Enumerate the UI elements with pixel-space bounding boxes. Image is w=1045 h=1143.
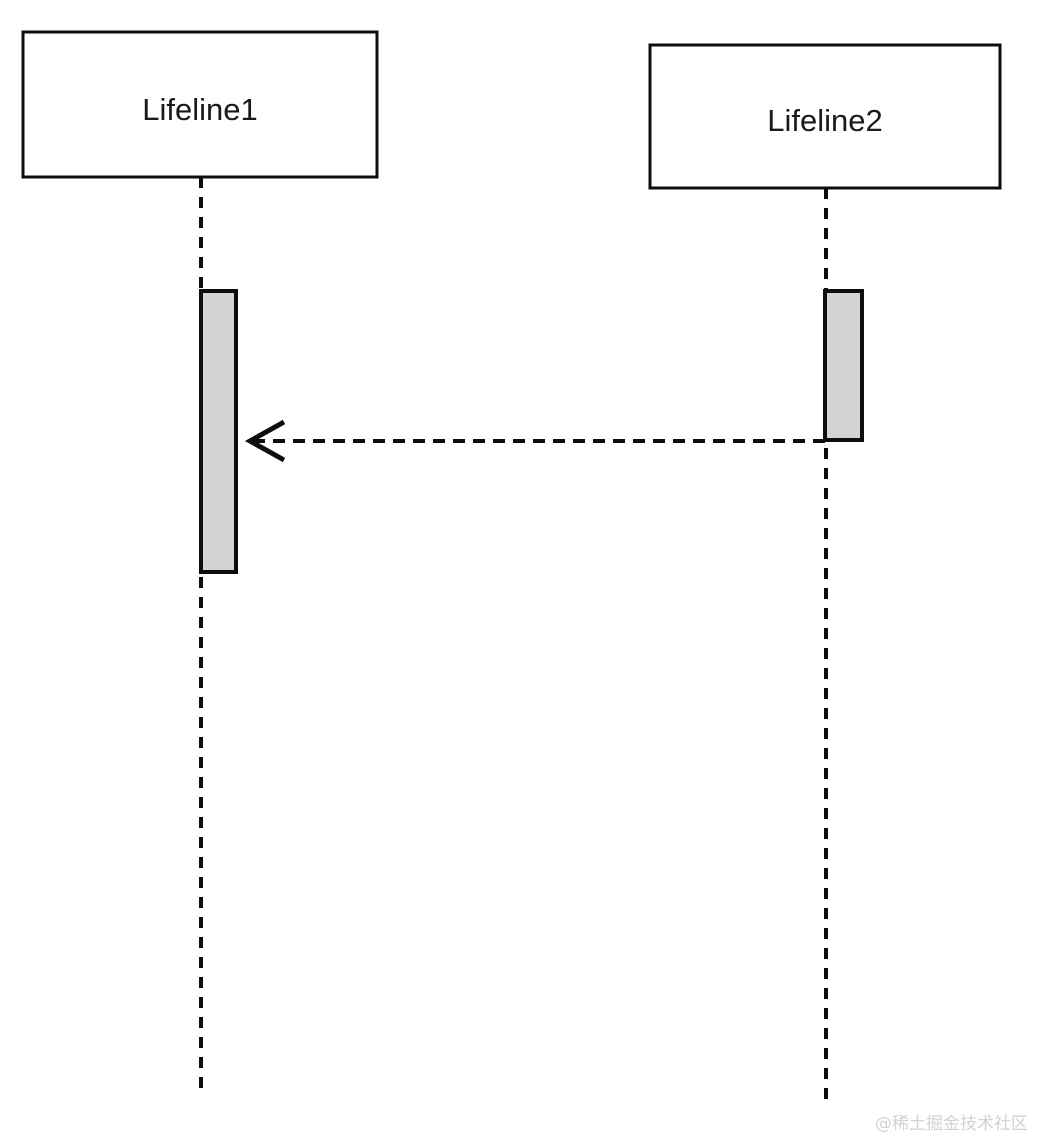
activation-bar-lifeline2[interactable] <box>823 289 864 442</box>
participant-box-lifeline2[interactable] <box>648 43 1002 190</box>
participant-label-lifeline2: Lifeline2 <box>767 103 882 138</box>
message-return-message-1[interactable] <box>244 419 825 463</box>
message-arrowhead-icon <box>244 419 286 463</box>
participant-lifeline1[interactable]: Lifeline1 <box>21 30 379 1095</box>
activation-bar-lifeline1[interactable] <box>199 289 238 574</box>
participant-box-lifeline1[interactable] <box>21 30 379 179</box>
watermark-label: @稀土掘金技术社区 <box>875 1114 1028 1134</box>
participant-label-lifeline1: Lifeline1 <box>142 92 257 127</box>
participant-lifeline2[interactable]: Lifeline2 <box>648 43 1002 1100</box>
